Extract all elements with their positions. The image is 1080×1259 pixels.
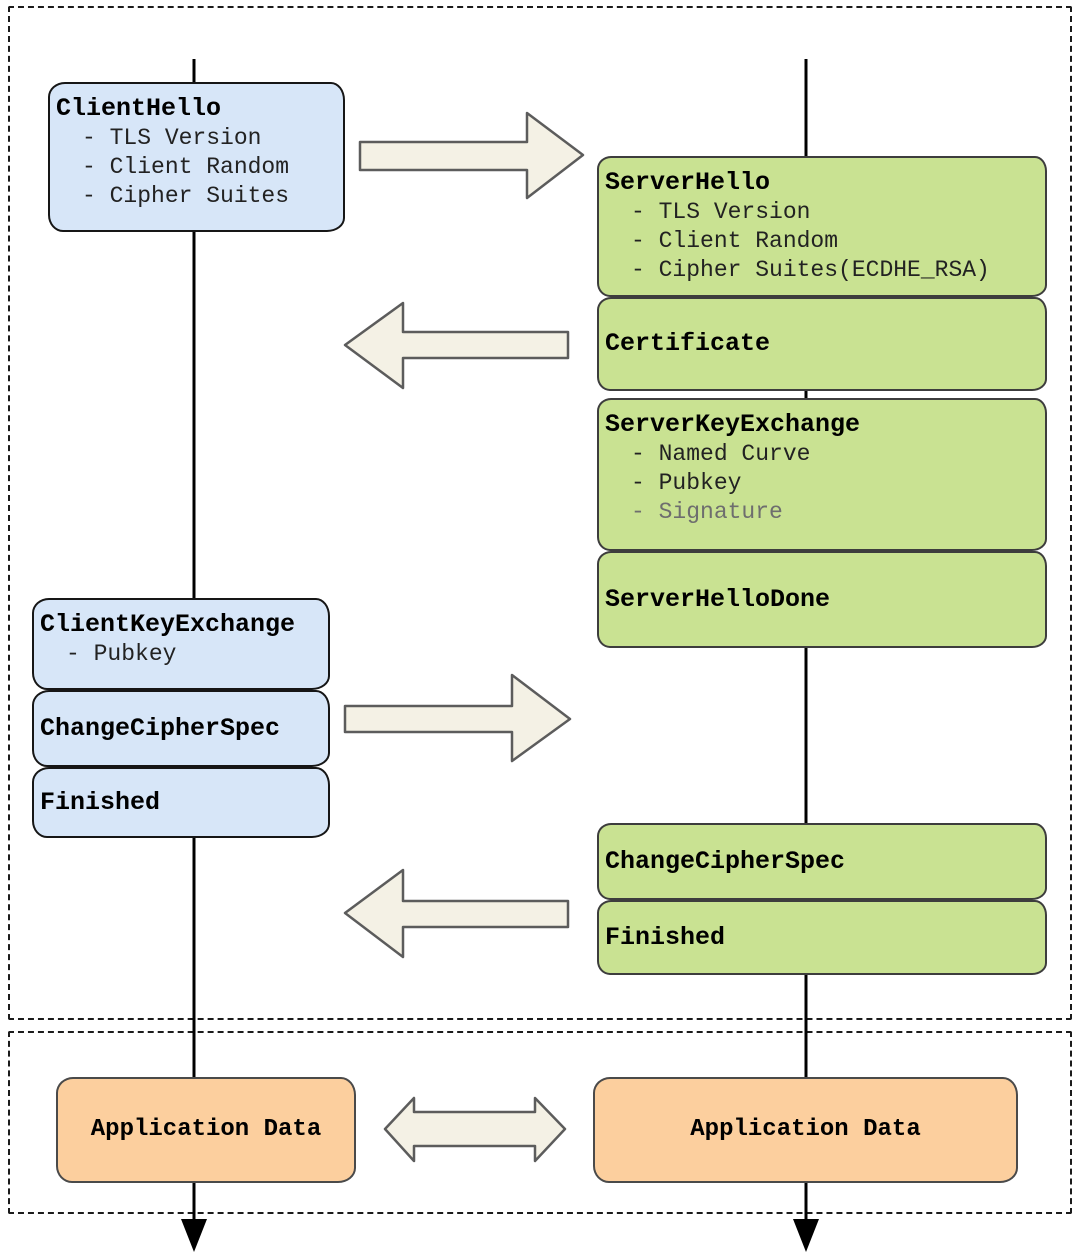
message-serverkeyexchange: ServerKeyExchange - Named Curve - Pubkey… (597, 398, 1047, 551)
message-title: ClientHello (56, 94, 222, 123)
arrow-server-finished-to-client-icon (343, 868, 570, 959)
message-title: Finished (605, 922, 726, 952)
arrow-clienthello-to-server-icon (358, 111, 585, 200)
message-title: ChangeCipherSpec (605, 846, 846, 876)
message-item: - Client Random (82, 154, 290, 180)
message-item: - Cipher Suites(ECDHE_RSA) (631, 257, 990, 283)
client-lifeline-arrowhead-icon (181, 1219, 207, 1252)
message-item: - Signature (631, 499, 783, 525)
message-application-data-client: Application Data (56, 1077, 356, 1183)
arrow-server-to-client-certificate-icon (343, 301, 570, 390)
message-changecipherspec-client: ChangeCipherSpec (32, 690, 330, 767)
message-certificate: Certificate (597, 297, 1047, 391)
message-item: - TLS Version (631, 199, 811, 225)
message-finished-server: Finished (597, 900, 1047, 975)
message-serverhellodone: ServerHelloDone (597, 551, 1047, 648)
message-serverhello: ServerHello - TLS Version - Client Rando… (597, 156, 1047, 297)
message-application-data-server: Application Data (593, 1077, 1018, 1183)
message-clientkeyexchange: ClientKeyExchange - Pubkey (32, 598, 330, 690)
message-title: ServerHelloDone (605, 584, 831, 614)
message-changecipherspec-server: ChangeCipherSpec (597, 823, 1047, 900)
message-title: ServerKeyExchange (605, 410, 861, 439)
message-item: - Pubkey (631, 470, 742, 496)
arrow-clientkeyexchange-to-server-icon (343, 673, 572, 763)
message-title: Application Data (90, 1116, 322, 1143)
message-clienthello: ClientHello - TLS Version - Client Rando… (48, 82, 345, 232)
message-title: ClientKeyExchange (40, 610, 296, 639)
message-item: - Cipher Suites (82, 183, 290, 209)
handshake-phase-frame (8, 6, 1072, 1020)
message-title: Certificate (605, 329, 771, 358)
application-data-phase-frame (8, 1031, 1072, 1214)
message-title: ServerHello (605, 168, 771, 197)
message-title: Application Data (690, 1116, 921, 1143)
message-title: Finished (40, 787, 161, 817)
message-title: ChangeCipherSpec (40, 713, 281, 743)
message-item: - Pubkey (66, 641, 177, 667)
arrow-application-data-bidirectional-icon (383, 1096, 567, 1163)
message-item: - Client Random (631, 228, 839, 254)
server-lifeline-arrowhead-icon (793, 1219, 819, 1252)
message-item: - Named Curve (631, 441, 811, 467)
message-item: - TLS Version (82, 125, 262, 151)
message-finished-client: Finished (32, 767, 330, 838)
